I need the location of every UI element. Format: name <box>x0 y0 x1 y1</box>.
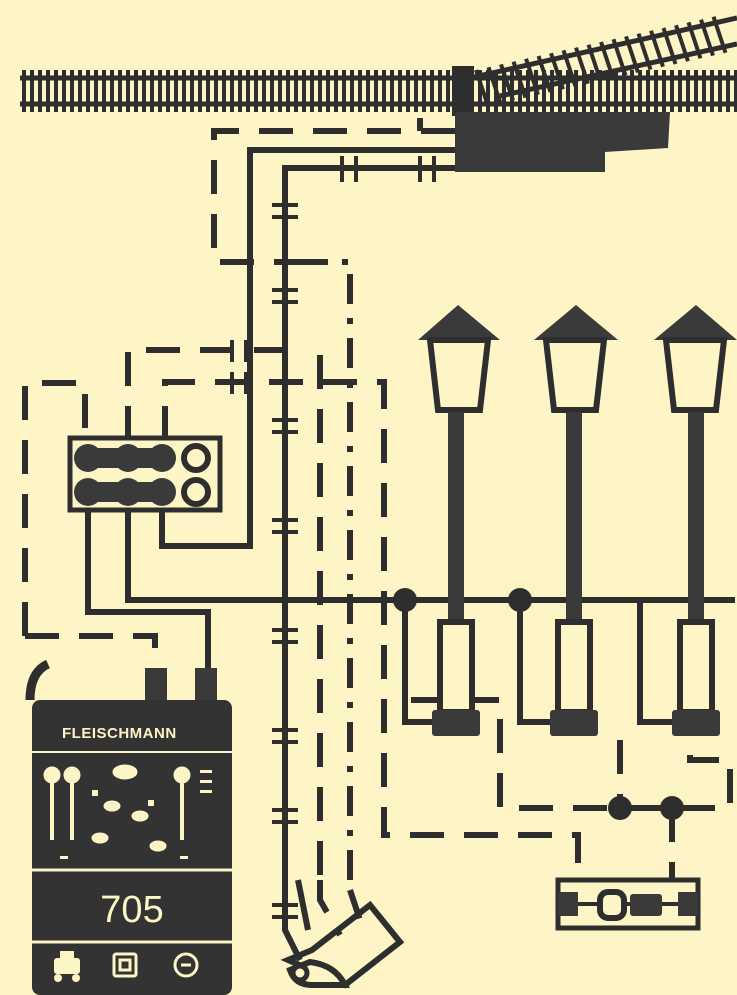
switch-drive-housing <box>455 112 670 172</box>
main-track <box>20 66 737 114</box>
transformer-controls <box>54 951 199 982</box>
switch-motor <box>452 66 474 116</box>
lamp-2 <box>534 305 618 736</box>
track-sleeper <box>711 16 728 54</box>
track-sleeper <box>611 38 628 76</box>
track-sleeper <box>574 46 590 85</box>
lamp-1 <box>418 305 500 736</box>
terminal-block <box>67 435 223 513</box>
track-connector <box>280 880 405 989</box>
track-sleeper <box>661 27 678 65</box>
track-sleeper <box>511 60 528 99</box>
transformer-plugs <box>145 668 217 700</box>
round-control-icon <box>173 952 199 978</box>
track-sleeper <box>636 32 653 71</box>
track-sleeper <box>536 55 553 93</box>
track-sleeper <box>499 63 515 102</box>
track-sleeper <box>486 66 503 104</box>
track-sleeper <box>674 24 690 62</box>
track-sleeper <box>549 52 565 90</box>
transformer-brand-label: FLEISCHMANN <box>62 725 177 742</box>
track-sleeper <box>586 44 603 82</box>
track-sleeper <box>474 69 490 107</box>
track-sleeper <box>599 41 615 79</box>
junction-dots <box>393 588 684 820</box>
track-sleeper <box>561 49 578 88</box>
diverging-track <box>469 15 737 107</box>
track-sleeper <box>524 58 540 96</box>
track-sleeper <box>686 21 703 60</box>
switch-unit <box>555 877 701 931</box>
track-with-switch <box>20 15 737 172</box>
transformer-model-number: 705 <box>100 889 163 931</box>
square-control-icon <box>112 952 138 978</box>
locomotive-icon <box>54 951 80 982</box>
track-sleeper <box>699 18 715 57</box>
track-sleeper <box>649 30 665 68</box>
dashed-wires <box>22 128 733 880</box>
transformer-illustration <box>43 764 212 859</box>
transformer: FLEISCHMANN 705 <box>25 659 232 995</box>
lamp-3 <box>654 305 737 736</box>
dash-dot-wires <box>298 118 423 890</box>
track-sleeper <box>624 35 640 74</box>
wire-crossings <box>230 156 436 919</box>
